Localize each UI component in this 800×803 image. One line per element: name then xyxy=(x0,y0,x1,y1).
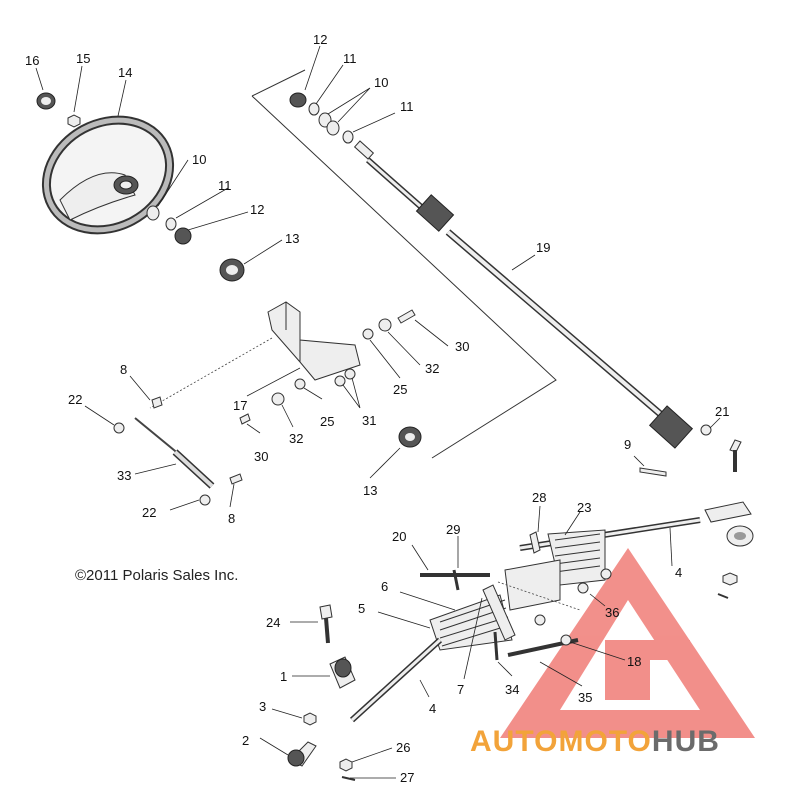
callout-22: 22 xyxy=(68,392,82,407)
callout-30: 30 xyxy=(254,449,268,464)
callout-2: 2 xyxy=(242,733,249,748)
callout-11: 11 xyxy=(400,99,414,114)
callout-27: 27 xyxy=(400,770,414,785)
wheel-nut xyxy=(67,114,81,128)
callout-20: 20 xyxy=(392,529,406,544)
steering-wheel xyxy=(41,115,175,235)
callout-14: 14 xyxy=(118,65,132,80)
callout-21: 21 xyxy=(715,404,729,419)
callout-7: 7 xyxy=(457,682,464,697)
callout-31: 31 xyxy=(362,413,376,428)
callout-3: 3 xyxy=(259,699,266,714)
callout-13: 13 xyxy=(285,231,299,246)
watermark-text-part1: AUTOMOTO xyxy=(470,725,652,758)
callout-10: 10 xyxy=(192,152,206,167)
callout-25: 25 xyxy=(320,414,334,429)
callout-16: 16 xyxy=(25,53,39,68)
callout-11: 11 xyxy=(218,178,232,193)
watermark-text-part2: HUB xyxy=(652,725,720,758)
callout-4: 4 xyxy=(675,565,682,580)
callout-19: 19 xyxy=(536,240,550,255)
callout-25: 25 xyxy=(393,382,407,397)
callout-4: 4 xyxy=(429,701,436,716)
callout-12: 12 xyxy=(313,32,327,47)
callout-9: 9 xyxy=(624,437,631,452)
callout-10: 10 xyxy=(374,75,388,90)
callout-26: 26 xyxy=(396,740,410,755)
bushing xyxy=(289,92,307,108)
leader-lines xyxy=(35,45,721,779)
callout-30: 30 xyxy=(455,339,469,354)
callout-5: 5 xyxy=(358,601,365,616)
callout-8: 8 xyxy=(120,362,127,377)
callout-28: 28 xyxy=(532,490,546,505)
callout-34: 34 xyxy=(505,682,519,697)
callout-12: 12 xyxy=(250,202,264,217)
steering-shaft xyxy=(353,140,694,449)
group-enclosure-line xyxy=(251,69,557,459)
callout-18: 18 xyxy=(627,654,641,669)
gas-strut xyxy=(113,396,243,506)
callout-29: 29 xyxy=(446,522,460,537)
callout-22: 22 xyxy=(142,505,156,520)
callout-24: 24 xyxy=(266,615,280,630)
steering-rack xyxy=(349,517,701,723)
callout-32: 32 xyxy=(425,361,439,376)
callout-36: 36 xyxy=(605,605,619,620)
column-bracket xyxy=(267,301,361,381)
callout-32: 32 xyxy=(289,431,303,446)
callouts: 16 15 14 12 11 10 11 10 11 12 13 19 30 3… xyxy=(25,32,729,785)
callout-6: 6 xyxy=(381,579,388,594)
callout-33: 33 xyxy=(117,468,131,483)
callout-1: 1 xyxy=(280,669,287,684)
copyright-notice: ©2011 Polaris Sales Inc. xyxy=(75,567,238,584)
callout-13: 13 xyxy=(363,483,377,498)
callout-11: 11 xyxy=(343,51,357,66)
callout-35: 35 xyxy=(578,690,592,705)
callout-8: 8 xyxy=(228,511,235,526)
bolt xyxy=(319,604,333,620)
callout-15: 15 xyxy=(76,51,90,66)
callout-23: 23 xyxy=(577,500,591,515)
washer xyxy=(146,205,160,221)
watermark-text: AUTOMOTOHUB xyxy=(470,725,720,758)
callout-17: 17 xyxy=(233,398,247,413)
watermark-logo-icon xyxy=(500,548,755,738)
